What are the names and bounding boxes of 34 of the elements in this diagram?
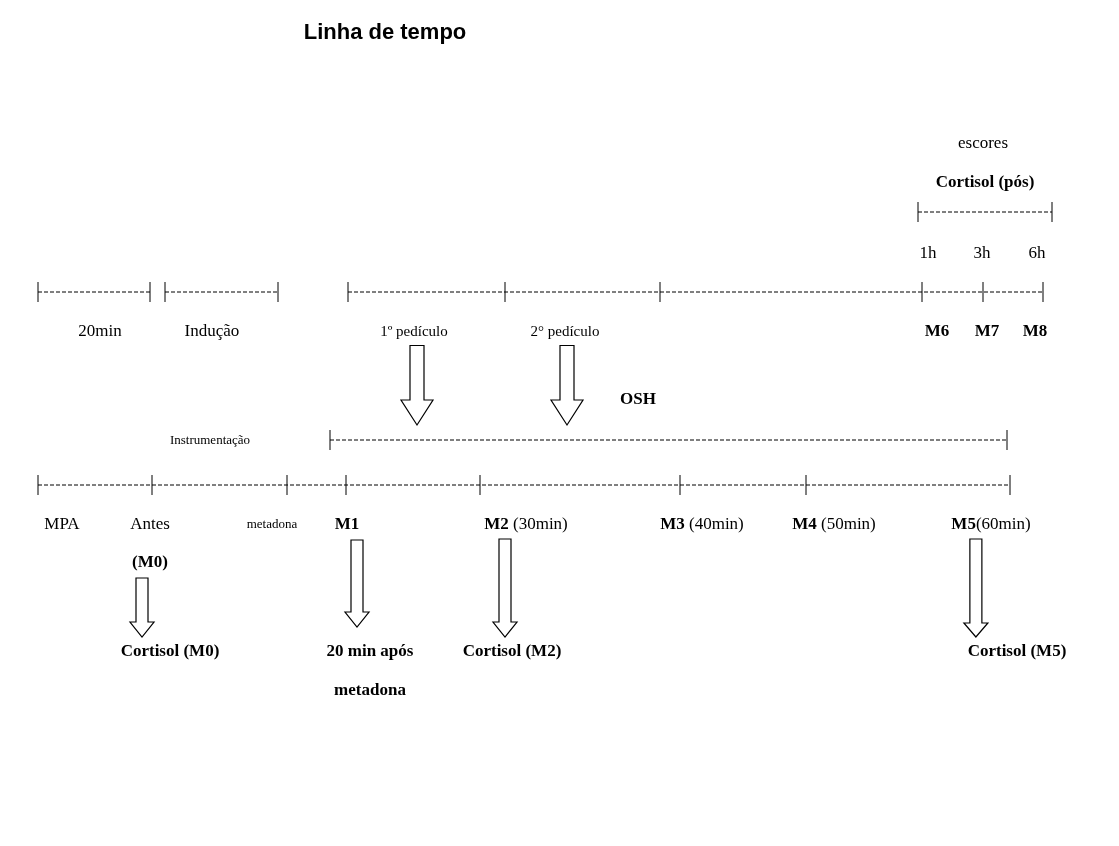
time-label: 3h xyxy=(973,243,991,263)
title: Linha de tempo xyxy=(303,19,467,45)
block-arrow xyxy=(549,344,585,427)
block-arrow xyxy=(962,538,990,638)
procedure-label: OSH xyxy=(620,389,656,409)
phase-label: metadona xyxy=(246,516,298,532)
caption-text: escores xyxy=(958,133,1008,153)
moment-label: M6 xyxy=(924,321,950,341)
phase-heading: Cortisol (pós) xyxy=(935,172,1035,192)
phase-label: Indução xyxy=(184,321,240,341)
time-label: 1h xyxy=(919,243,937,263)
moment-label: M5(60min) xyxy=(951,514,1031,534)
sample-label: Cortisol (M2) xyxy=(462,641,562,661)
sample-label: Cortisol (M5) xyxy=(967,641,1067,661)
moment-label: M2 (30min) xyxy=(484,514,568,534)
moment-label: M4 (50min) xyxy=(792,514,876,534)
block-arrow xyxy=(399,344,435,427)
sample-label: Cortisol (M0) xyxy=(120,641,220,661)
block-arrow xyxy=(343,539,371,628)
block-arrow xyxy=(128,577,156,638)
moment-label: Antes xyxy=(130,514,170,534)
time-label: 20min xyxy=(78,321,122,341)
event-label: 2° pedículo xyxy=(530,322,600,340)
phase-label: Instrumentação xyxy=(169,432,251,448)
moment-label: M7 xyxy=(974,321,1000,341)
block-arrow xyxy=(491,538,519,638)
moment-label: M8 xyxy=(1022,321,1048,341)
time-label: 6h xyxy=(1028,243,1046,263)
moment-label: M3 (40min) xyxy=(660,514,744,534)
phase-label: MPA xyxy=(44,514,80,534)
moment-label: (M0) xyxy=(132,552,168,572)
event-label: 1º pedículo xyxy=(380,322,448,340)
event-label: 20 min após metadona xyxy=(300,631,440,709)
moment-label: M1 xyxy=(334,514,360,534)
